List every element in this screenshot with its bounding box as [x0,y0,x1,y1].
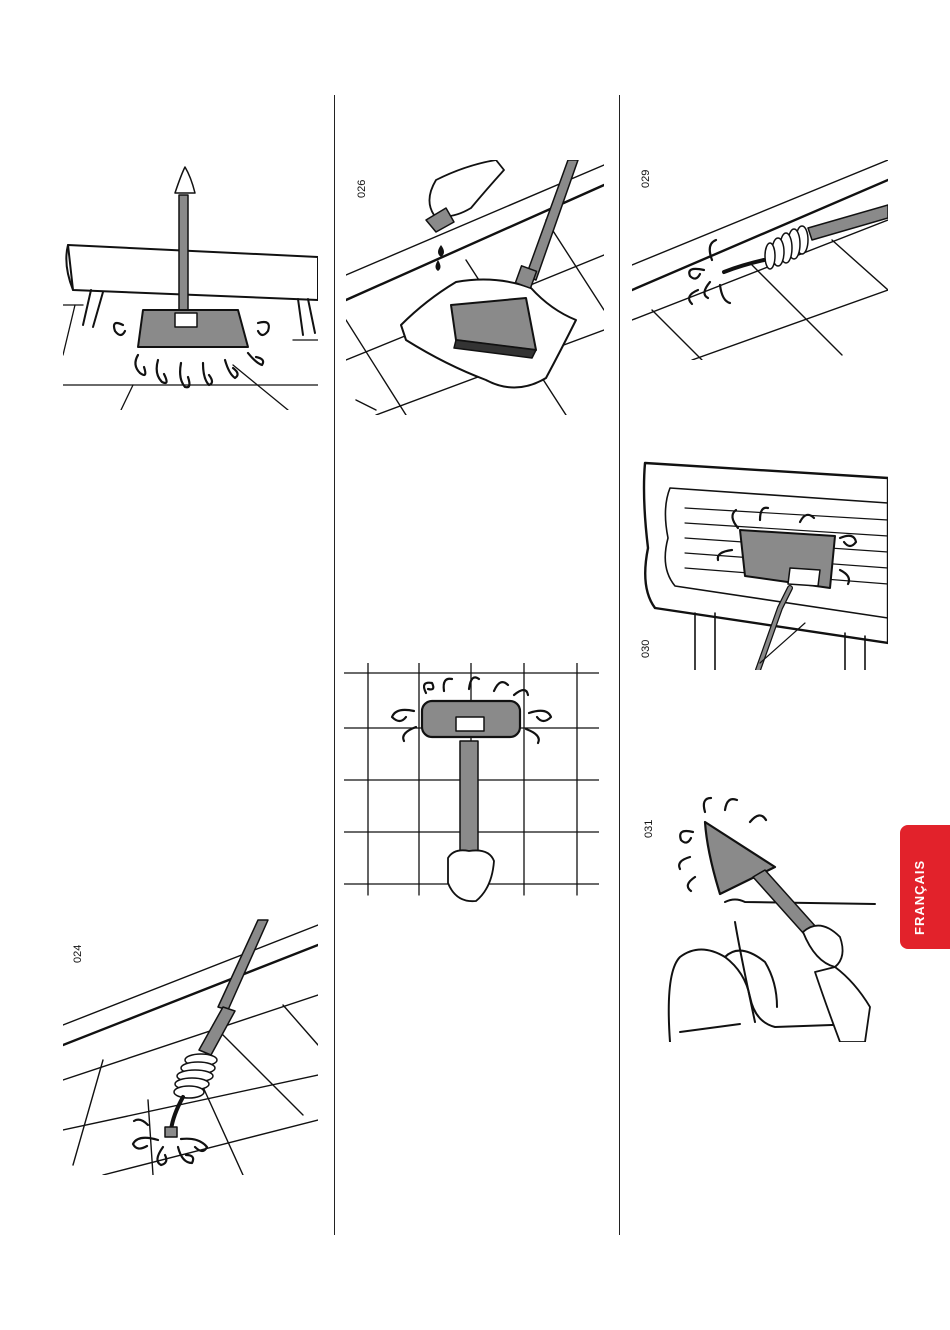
language-tab-label: FRANÇAIS [912,860,927,935]
illustration-024-floor-brush [63,915,318,1175]
illustration-sofa-pad [63,165,318,410]
illustration-031-armchair [665,792,880,1042]
column-divider-left [334,95,335,1235]
figure-label-031: 031 [643,820,655,838]
illustration-tile-window-pad [344,663,599,908]
illustration-026-brush-cloth [346,160,604,415]
illustration-030-radiator [640,458,888,670]
illustration-029-skirting-nozzle [632,160,888,360]
language-tab: FRANÇAIS [900,825,950,949]
column-divider-right [619,95,620,1235]
